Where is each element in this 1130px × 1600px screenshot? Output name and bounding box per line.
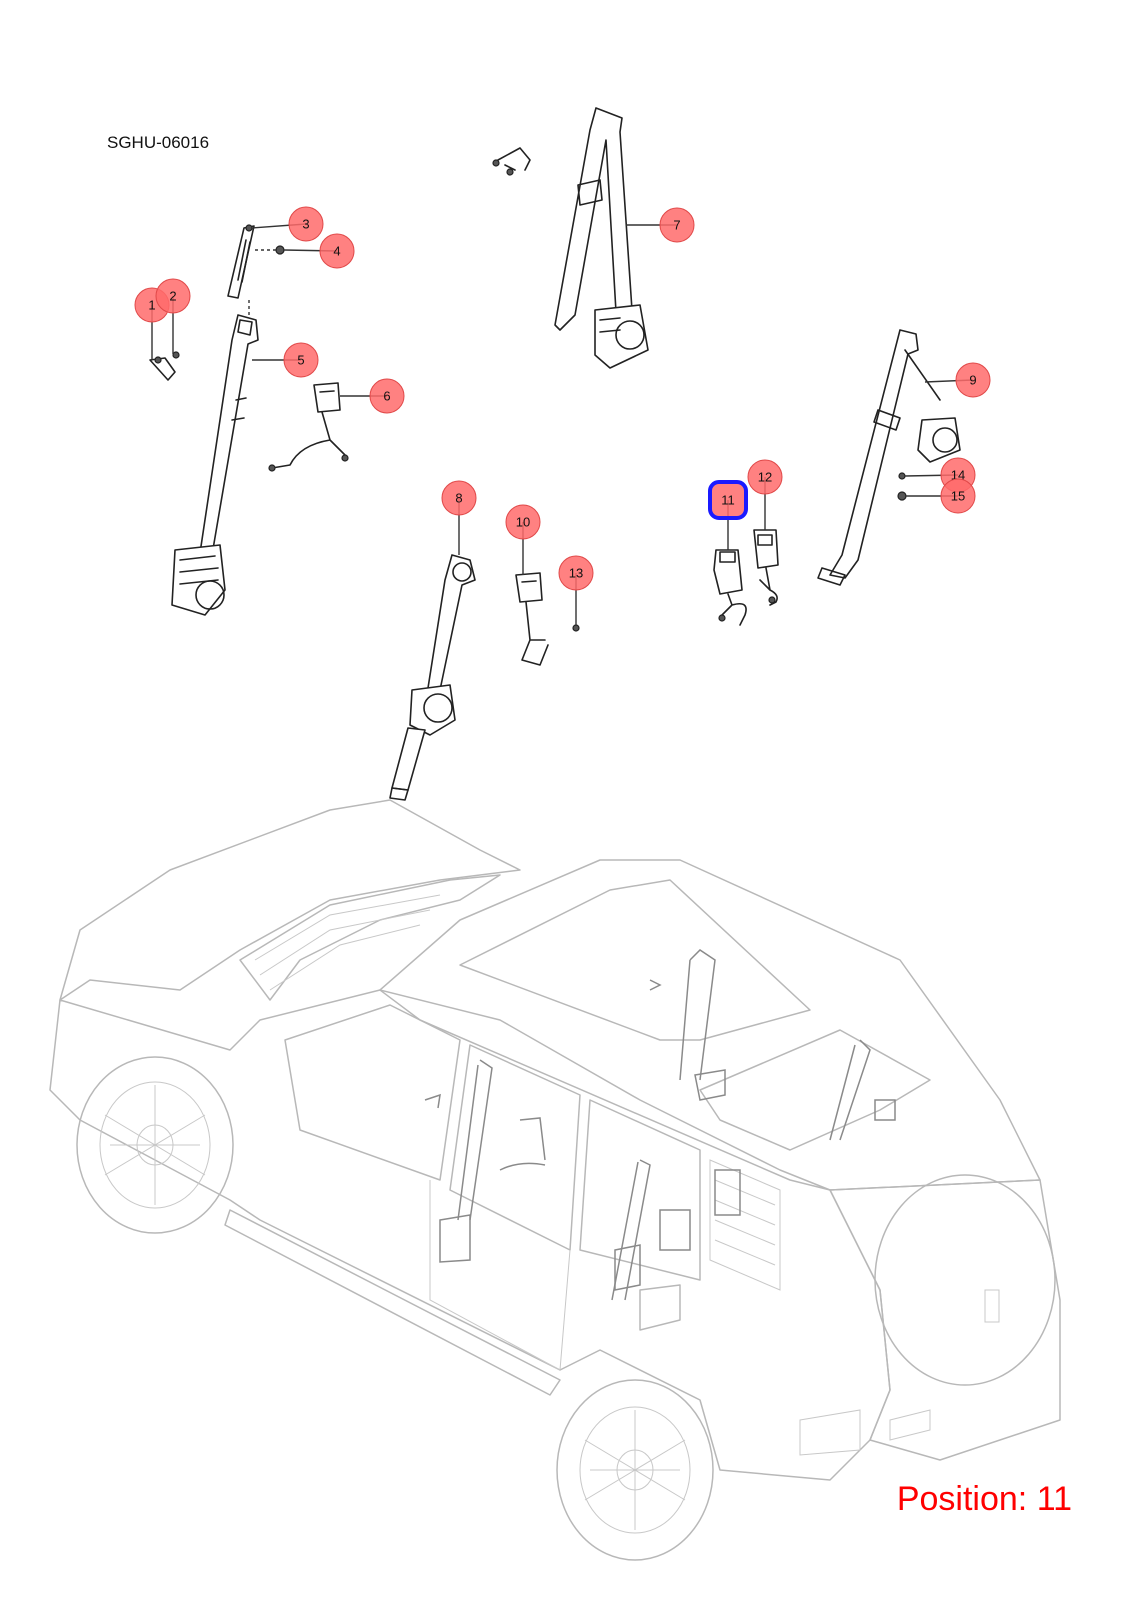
part-8-centre-seatbelt <box>389 554 476 801</box>
callout-13[interactable]: 13 <box>558 555 594 591</box>
callout-3[interactable]: 3 <box>288 206 324 242</box>
diagram-reference-code: SGHU-06016 <box>107 133 210 152</box>
callout-2[interactable]: 2 <box>155 278 191 314</box>
callout-12-label: 12 <box>758 470 772 485</box>
callout-3-label: 3 <box>302 217 309 232</box>
callout-10[interactable]: 10 <box>505 504 541 540</box>
part-14-nut <box>898 472 906 480</box>
part-4-nut <box>275 245 285 255</box>
callout-10-label: 10 <box>516 515 530 530</box>
part-1-2-bracket <box>149 351 180 381</box>
part-7-upper-seatbelt <box>492 107 649 369</box>
callout-1-label: 1 <box>148 298 155 313</box>
part-12-rear-buckle <box>753 529 779 606</box>
part-10-centre-buckle <box>515 572 549 666</box>
callouts: 1 2 3 4 5 6 7 8 9 10 11 12 13 14 15 <box>134 206 991 591</box>
part-3-height-adjuster <box>227 224 255 299</box>
callout-9[interactable]: 9 <box>955 362 991 398</box>
callout-6-label: 6 <box>383 389 390 404</box>
part-11-rear-buckle <box>713 549 747 626</box>
callout-13-label: 13 <box>569 566 583 581</box>
callout-5[interactable]: 5 <box>283 342 319 378</box>
callout-7-label: 7 <box>673 218 680 233</box>
position-indicator: Position: 11 <box>896 1480 1072 1518</box>
callout-11-label: 11 <box>721 493 735 508</box>
callout-15-label: 15 <box>951 489 965 504</box>
callout-6[interactable]: 6 <box>369 378 405 414</box>
part-13-bolt <box>572 624 580 632</box>
callout-14-label: 14 <box>951 468 965 483</box>
callout-2-label: 2 <box>169 289 176 304</box>
part-6-buckle <box>268 382 349 472</box>
callout-5-label: 5 <box>297 353 304 368</box>
callout-8-label: 8 <box>455 491 462 506</box>
part-15-nut <box>897 491 907 501</box>
callout-9-label: 9 <box>969 373 976 388</box>
callout-4[interactable]: 4 <box>319 233 355 269</box>
callout-8[interactable]: 8 <box>441 480 477 516</box>
part-5-front-seatbelt <box>171 314 259 616</box>
callout-12[interactable]: 12 <box>747 459 783 495</box>
vehicle-outline <box>49 799 1061 1561</box>
callout-4-label: 4 <box>333 244 340 259</box>
callout-11-selected[interactable]: 11 <box>708 480 748 520</box>
callout-15[interactable]: 15 <box>940 478 976 514</box>
part-9-right-seatbelt <box>817 329 961 586</box>
callout-7[interactable]: 7 <box>659 207 695 243</box>
